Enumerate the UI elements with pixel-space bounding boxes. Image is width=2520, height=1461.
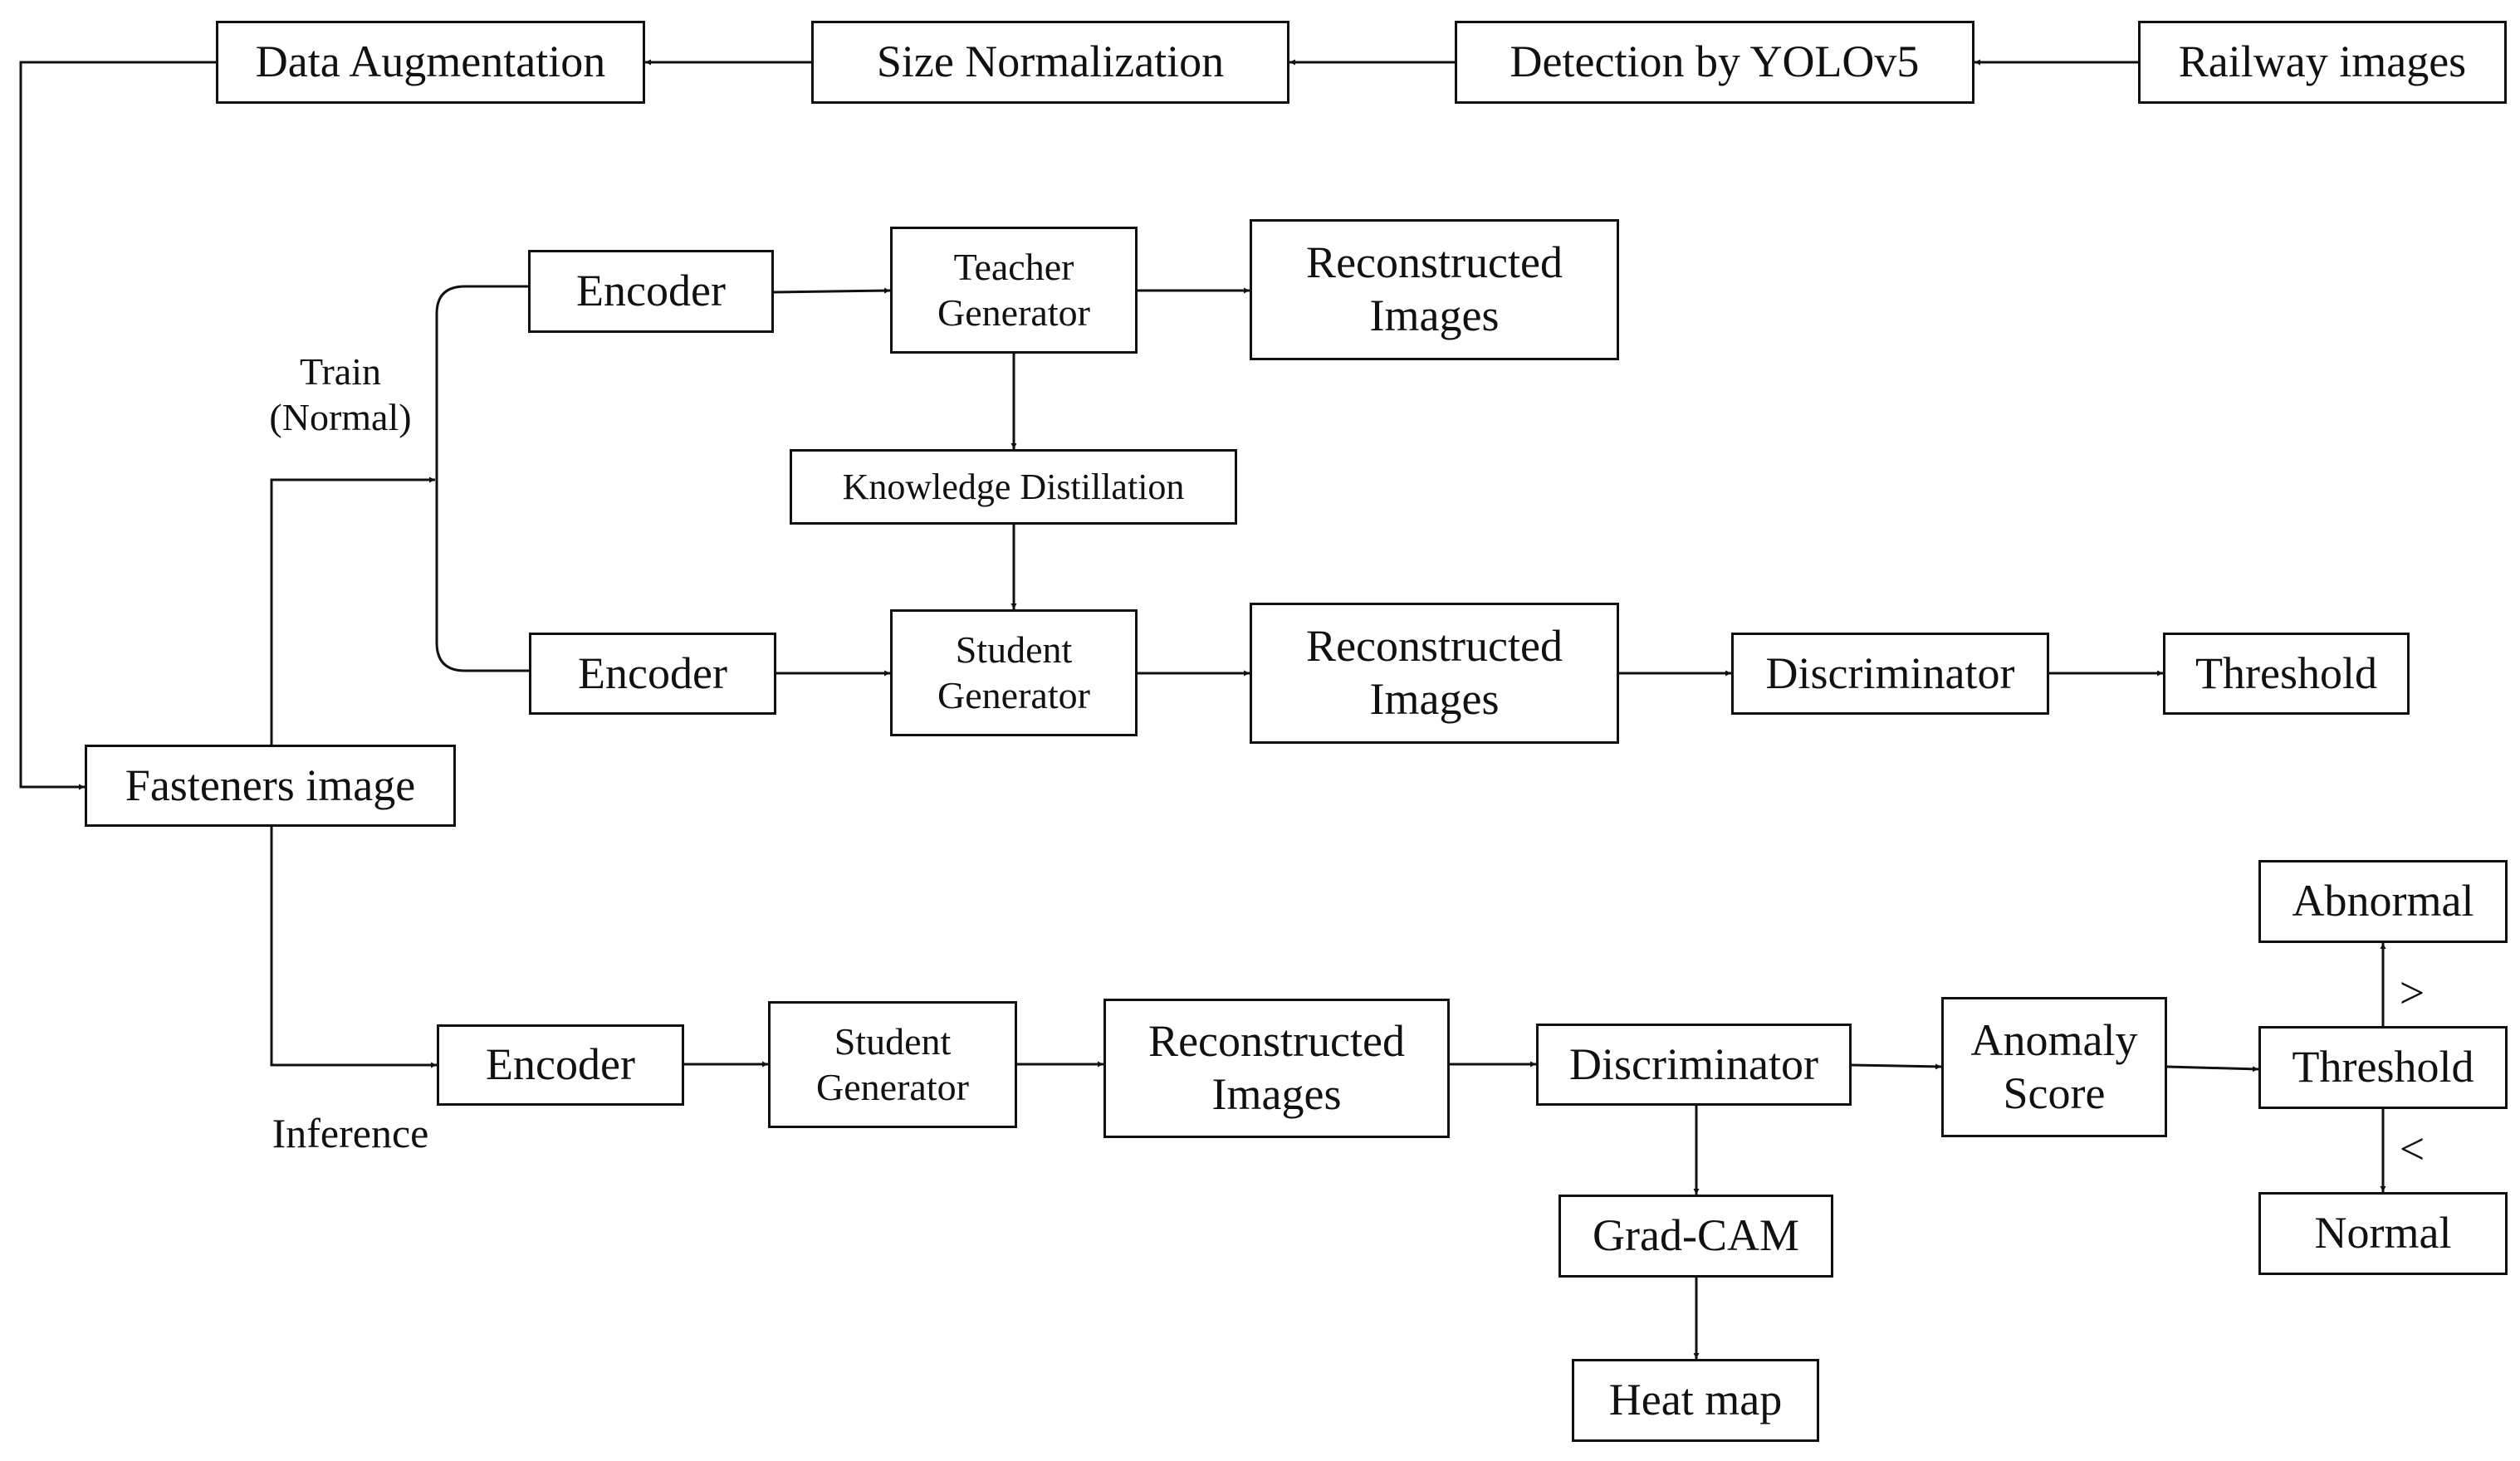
anomaly-score-box: Anomaly Score — [1941, 997, 2167, 1137]
train-student-encoder-label: Encoder — [578, 647, 727, 698]
size-normalization-label: Size Normalization — [876, 37, 1225, 87]
less-than-sign: < — [2399, 1124, 2425, 1174]
teacher-generator-line1: Teacher — [953, 246, 1074, 289]
inference-discriminator-box: Discriminator — [1536, 1024, 1852, 1106]
abnormal-label: Abnormal — [2292, 876, 2474, 926]
arrow-fasteners-to-inference-encoder — [270, 827, 437, 1068]
train-student-reconstructed-line1: Reconstructed — [1306, 621, 1563, 672]
train-teacher-encoder-label: Encoder — [576, 266, 726, 316]
inference-encoder-box: Encoder — [437, 1024, 684, 1106]
fasteners-image-box: Fasteners image — [85, 745, 456, 827]
teacher-reconstructed-line2: Images — [1369, 291, 1500, 340]
train-discriminator-box: Discriminator — [1731, 633, 2049, 715]
inference-threshold-label: Threshold — [2292, 1042, 2474, 1092]
knowledge-distillation-label: Knowledge Distillation — [842, 466, 1185, 507]
inference-label: Inference — [251, 1108, 450, 1158]
arrow-augmentation-to-fasteners — [19, 61, 216, 790]
train-threshold-label: Threshold — [2195, 647, 2377, 698]
train-threshold-box: Threshold — [2163, 633, 2410, 715]
train-label-line2: (Normal) — [269, 396, 412, 439]
inference-reconstructed-line2: Images — [1211, 1069, 1342, 1119]
fasteners-image-label: Fasteners image — [125, 760, 416, 810]
data-augmentation-box: Data Augmentation — [216, 21, 645, 104]
train-student-encoder-box: Encoder — [529, 633, 776, 715]
anomaly-score-line1: Anomaly — [1970, 1014, 2138, 1065]
teacher-reconstructed-images-box: Reconstructed Images — [1250, 219, 1619, 360]
knowledge-distillation-box: Knowledge Distillation — [790, 449, 1237, 525]
train-student-reconstructed-line2: Images — [1369, 674, 1500, 724]
arrow-inf-discriminator-to-anomaly — [1851, 1063, 1942, 1070]
greater-than-sign: > — [2399, 968, 2425, 1018]
inference-student-generator-line1: Student — [834, 1020, 952, 1063]
train-student-generator-box: Student Generator — [890, 609, 1138, 736]
arrow-anomaly-to-threshold — [2166, 1065, 2259, 1073]
inference-label-text: Inference — [272, 1110, 429, 1156]
inference-encoder-label: Encoder — [486, 1039, 635, 1090]
inference-threshold-box: Threshold — [2258, 1026, 2508, 1109]
normal-box: Normal — [2258, 1192, 2508, 1275]
train-student-generator-line2: Generator — [937, 673, 1090, 716]
heat-map-label: Heat map — [1608, 1375, 1783, 1425]
detection-yolov5-label: Detection by YOLOv5 — [1510, 37, 1920, 87]
inference-reconstructed-line1: Reconstructed — [1148, 1016, 1405, 1067]
teacher-generator-line2: Generator — [937, 291, 1090, 334]
abnormal-box: Abnormal — [2258, 860, 2508, 943]
railway-images-label: Railway images — [2178, 37, 2467, 87]
heat-map-box: Heat map — [1572, 1359, 1819, 1442]
size-normalization-box: Size Normalization — [811, 21, 1289, 104]
train-student-generator-line1: Student — [955, 628, 1073, 672]
grad-cam-box: Grad-CAM — [1558, 1195, 1833, 1278]
teacher-generator-box: Teacher Generator — [890, 227, 1138, 354]
train-teacher-encoder-box: Encoder — [528, 250, 774, 333]
railway-images-box: Railway images — [2138, 21, 2507, 104]
train-label-line1: Train — [300, 350, 381, 393]
arrow-fasteners-to-train-branch — [270, 476, 435, 745]
train-discriminator-label: Discriminator — [1765, 647, 2015, 698]
train-branch-bracket — [435, 285, 529, 672]
inference-student-generator-line2: Generator — [816, 1065, 969, 1108]
anomaly-score-line2: Score — [2003, 1068, 2106, 1118]
normal-label: Normal — [2314, 1208, 2452, 1258]
train-student-reconstructed-box: Reconstructed Images — [1250, 603, 1619, 744]
arrow-encoder-to-teacher — [773, 287, 891, 294]
detection-yolov5-box: Detection by YOLOv5 — [1455, 21, 1974, 104]
train-normal-label: Train (Normal) — [249, 349, 432, 440]
inference-student-generator-box: Student Generator — [768, 1001, 1017, 1128]
grad-cam-label: Grad-CAM — [1593, 1210, 1799, 1261]
inference-discriminator-label: Discriminator — [1569, 1038, 1818, 1089]
inference-reconstructed-box: Reconstructed Images — [1103, 999, 1450, 1138]
teacher-reconstructed-line1: Reconstructed — [1306, 237, 1563, 288]
data-augmentation-label: Data Augmentation — [255, 37, 606, 87]
